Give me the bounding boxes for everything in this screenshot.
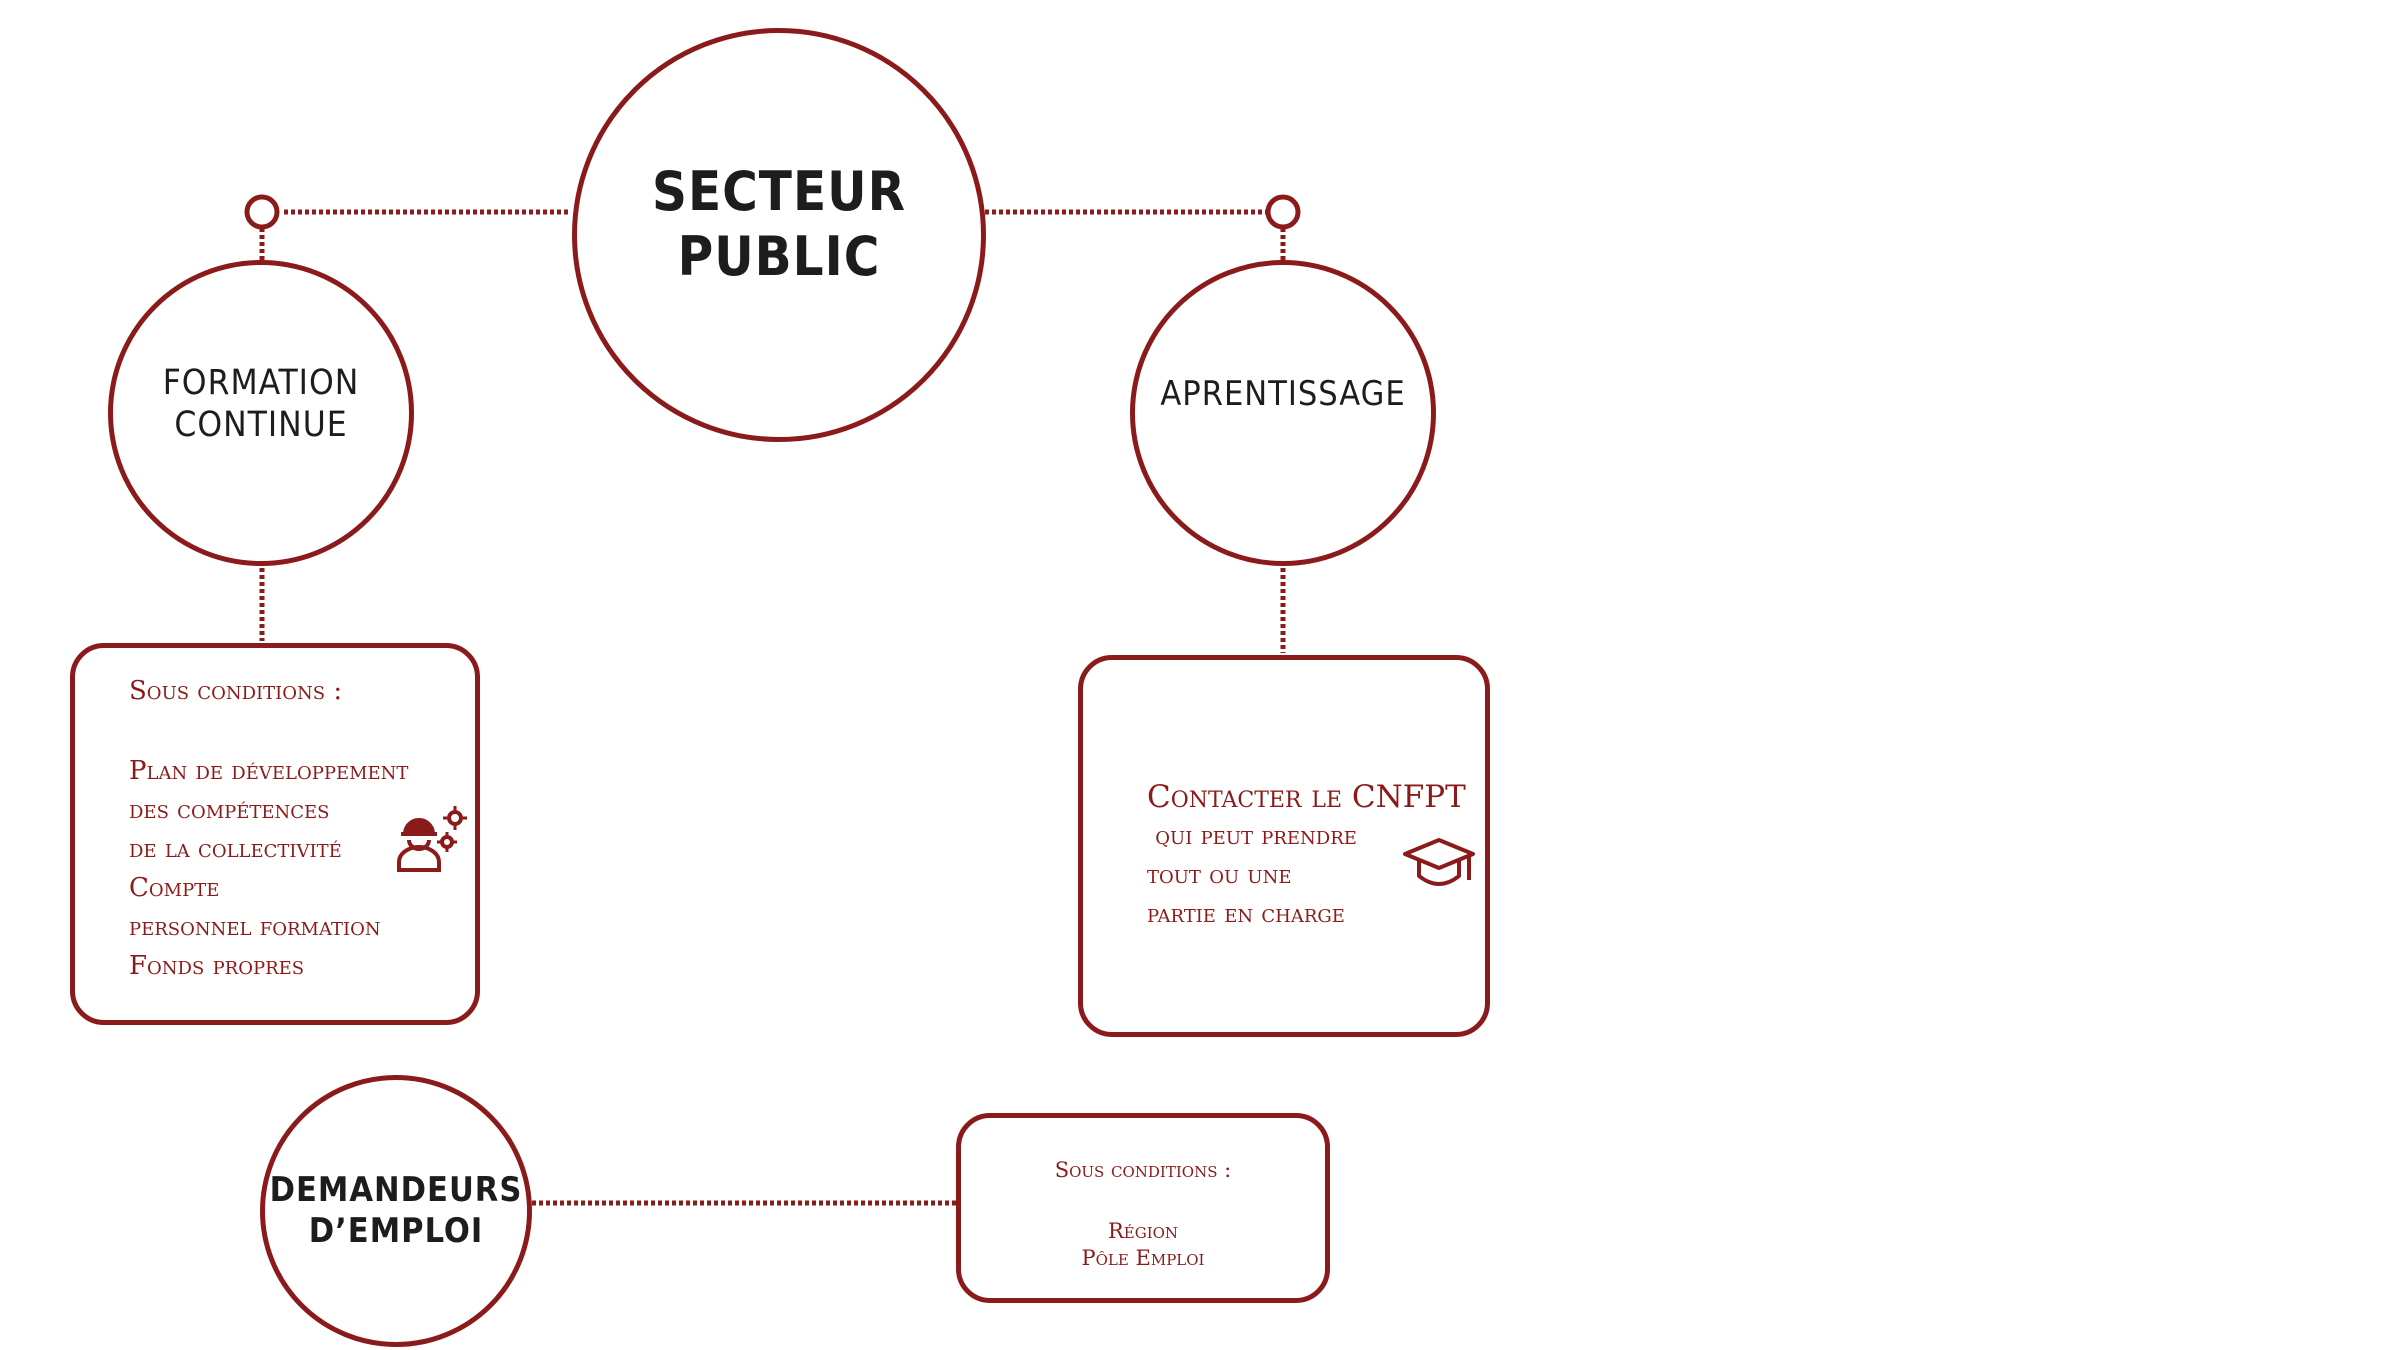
node-formation-continue-line2: CONTINUE (174, 405, 348, 445)
junction-dot-right (1265, 194, 1301, 230)
box-formation-item: des compétences (129, 795, 330, 825)
node-formation-continue: FORMATION CONTINUE (108, 260, 414, 566)
node-demandeurs-emploi: DEMANDEURS D’EMPLOI (260, 1075, 532, 1347)
graduation-cap-icon (1403, 838, 1475, 886)
node-secteur-public: SECTEUR PUBLIC (572, 28, 986, 442)
box-apprentissage-item: Contacter le CNFPT (1147, 779, 1466, 815)
box-apprentissage-item: partie en charge (1147, 899, 1345, 929)
box-formation-continue: Sous conditions : Plan de développement … (70, 643, 480, 1025)
worker-gears-icon (397, 806, 467, 872)
box-demandeurs-item: Pôle Emploi (1081, 1246, 1205, 1270)
box-apprentissage-item: tout ou une (1147, 860, 1292, 890)
box-demandeurs-item: Région (1107, 1219, 1179, 1243)
box-apprentissage: Contacter le CNFPT qui peut prendre tout… (1078, 655, 1490, 1037)
junction-dot-left (244, 194, 280, 230)
box-formation-item: Compte (129, 873, 220, 903)
box-formation-item: Fonds propres (129, 951, 305, 981)
box-demandeurs-heading: Sous conditions : (1054, 1158, 1232, 1182)
node-formation-continue-line1: FORMATION (162, 363, 360, 403)
node-secteur-public-line2: PUBLIC (677, 225, 881, 288)
box-demandeurs-emploi: Sous conditions : Région Pôle Emploi (956, 1113, 1330, 1303)
node-apprentissage-label: APRENTISSAGE (1160, 373, 1406, 414)
box-formation-heading: Sous conditions : (129, 676, 343, 706)
box-apprentissage-item: qui peut prendre (1147, 821, 1357, 851)
node-apprentissage: APRENTISSAGE (1130, 260, 1436, 566)
box-formation-item: personnel formation (129, 912, 381, 942)
node-demandeurs-emploi-line2: D’EMPLOI (308, 1211, 484, 1251)
node-demandeurs-emploi-line1: DEMANDEURS (269, 1170, 523, 1211)
box-formation-item: de la collectivité (129, 834, 342, 864)
box-formation-item: Plan de développement (129, 756, 409, 786)
node-secteur-public-line1: SECTEUR (651, 160, 907, 224)
